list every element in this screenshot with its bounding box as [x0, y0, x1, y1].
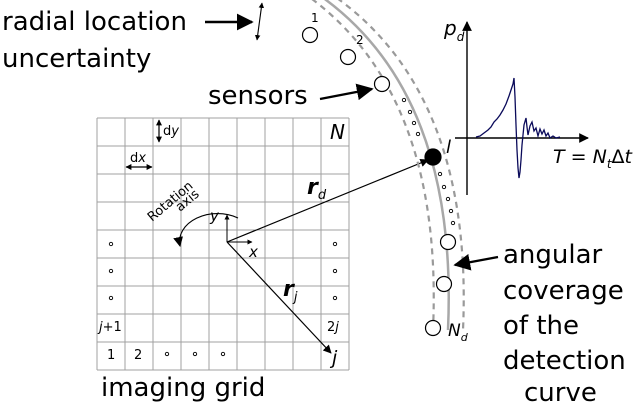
grid-pixel-dot [332, 241, 338, 247]
angular-label-line1: angular [503, 240, 603, 270]
cell-label-2: 2 [134, 348, 142, 363]
grid-pixel-dot [220, 351, 226, 357]
angular-label-line2: coverage [503, 276, 624, 306]
sensor-small-dot [445, 196, 451, 202]
sensor-a [439, 233, 457, 251]
grid-pixel-dot [332, 295, 338, 301]
grid-pixel-dot [108, 295, 114, 301]
sensor-small-dot [411, 120, 417, 126]
rd-label: rd [307, 175, 327, 203]
cell-label-j-plus-1: j+1 [97, 320, 122, 335]
grid-pixel-dot [332, 268, 338, 274]
sensor-b [435, 275, 453, 293]
angular-label-arrow [453, 253, 499, 271]
rd-vector [226, 158, 429, 243]
sensor-markers [301, 26, 457, 337]
angular-label-line5: curve [524, 378, 597, 404]
radial-label-line2: uncertainty [2, 44, 151, 74]
sensor-l-label: l [446, 137, 451, 158]
radial-label-line1: radial location [2, 7, 187, 37]
dx-label: dx [130, 151, 146, 166]
t-axis-label: T = NtΔt [553, 146, 634, 171]
sensors-label-arrow [319, 83, 374, 101]
grid-pixel-dot [164, 351, 170, 357]
sensor-small-dot [450, 220, 456, 226]
imaging-grid [96, 117, 350, 371]
rj-vector [226, 241, 332, 354]
sensor-nd-label: Nd [448, 321, 469, 344]
sensor-small-dot [401, 97, 407, 103]
detection-curve [323, 0, 450, 331]
detection-curve-inner-bound [311, 0, 435, 331]
sensor-small-dot [407, 109, 413, 115]
imaging-grid-label: imaging grid [101, 373, 265, 403]
grid-pixel-dot [192, 351, 198, 357]
j-label: j [329, 347, 338, 369]
grid-pixel-dots [108, 241, 338, 357]
sensor-l [424, 148, 442, 166]
sensor-small-dot [415, 131, 421, 137]
sensor-nd [424, 319, 442, 337]
angular-label-line3: of the [503, 311, 579, 341]
axis-x-label: x [248, 243, 258, 261]
grid-corner-n: N [330, 120, 345, 144]
sensor-small-dot [441, 184, 447, 190]
rj-label: rj [283, 277, 298, 305]
cell-label-1: 1 [107, 348, 115, 363]
sensor-small-dot [437, 171, 443, 177]
sensor-2 [339, 48, 357, 66]
sensor-small-dots [401, 97, 456, 226]
sensors-label: sensors [208, 81, 308, 111]
dy-label: dy [163, 124, 179, 139]
radial-uncertainty-arrow [254, 2, 265, 41]
sensor-1 [301, 26, 319, 44]
sensor-small-dot [448, 208, 454, 214]
angular-label-line4: detection [503, 346, 626, 376]
sensor-2-label: 2 [356, 33, 364, 47]
sensor-1-label: 1 [311, 11, 319, 25]
cell-label-2j: 2j [327, 320, 339, 335]
axis-y-label: y [209, 207, 220, 225]
sensor-3 [373, 75, 391, 93]
pd-label: pd [443, 16, 465, 44]
grid-pixel-dot [108, 241, 114, 247]
grid-pixel-dot [108, 268, 114, 274]
pressure-signal [475, 77, 561, 179]
